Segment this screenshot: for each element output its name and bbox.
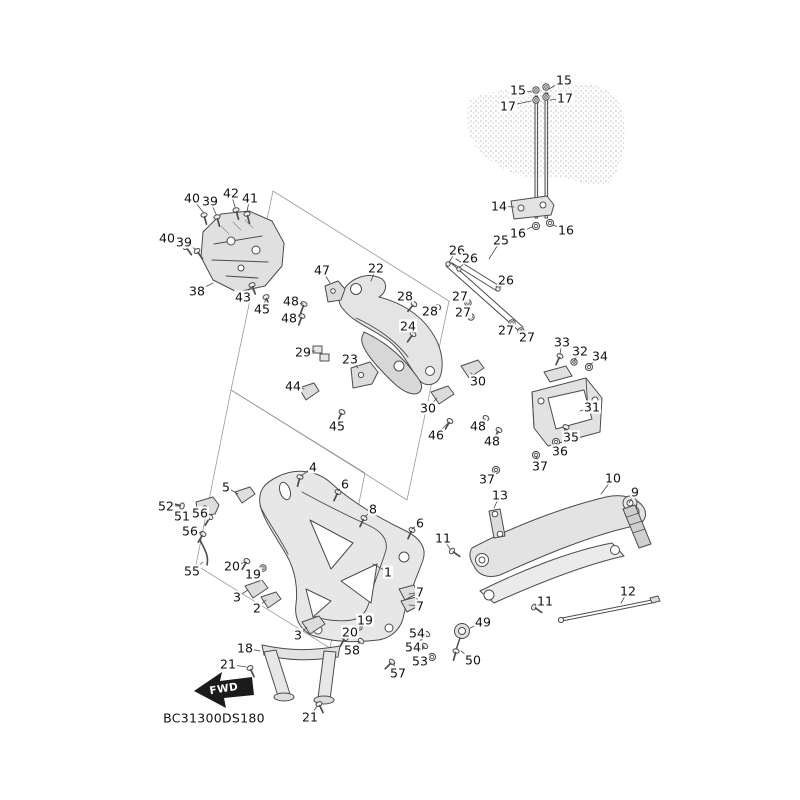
stand-bracket-18	[245, 644, 341, 715]
drawing-code: BC31300DS180	[163, 710, 265, 726]
swingarm-assembly	[447, 495, 661, 662]
grouping-panel-upper	[230, 190, 450, 501]
main-frame	[259, 470, 425, 643]
front-frame-assembly	[294, 258, 525, 441]
left-bracket-cluster	[171, 496, 220, 566]
tank-mount-bolts	[510, 83, 555, 231]
fwd-arrow	[194, 672, 254, 708]
bracket-31-assembly	[491, 351, 603, 475]
bracket-38-assembly	[181, 206, 285, 308]
